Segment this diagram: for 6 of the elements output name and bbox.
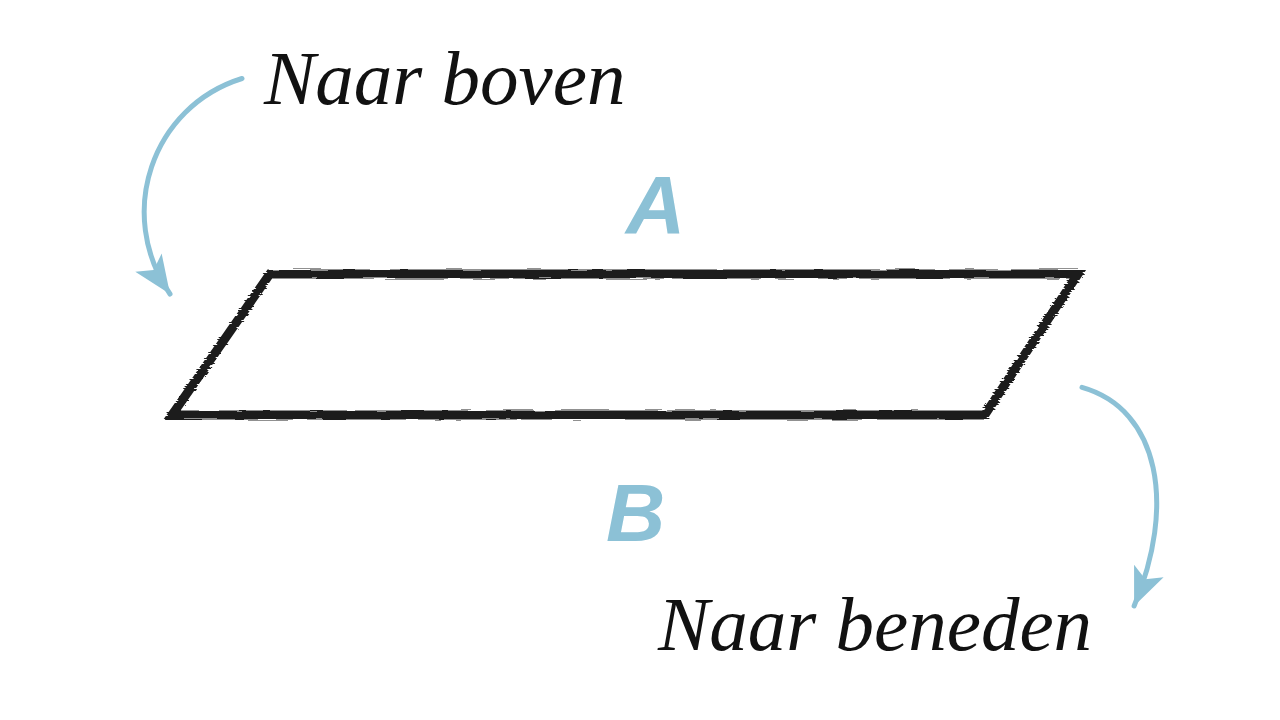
curved-arrow bbox=[137, 76, 245, 297]
side-letter: A bbox=[626, 164, 686, 246]
curved-arrow bbox=[1079, 384, 1163, 609]
handwritten-label: Naar beneden bbox=[658, 586, 1093, 663]
handwritten-label: Naar boven bbox=[264, 40, 626, 117]
side-letter: B bbox=[606, 472, 666, 554]
